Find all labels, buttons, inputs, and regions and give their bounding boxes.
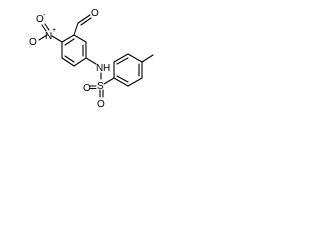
- sulfur-atom: S: [97, 81, 104, 92]
- aldehyde-o-atom: O: [91, 8, 99, 19]
- nitro-group: N + O O -: [29, 12, 63, 48]
- structure-diagram: N + O O - O N H S O O: [29, 8, 154, 110]
- amine-h-atom: H: [103, 63, 110, 74]
- sulfonyl-o-bottom-atom: O: [97, 99, 105, 110]
- sulfonyl-group: S O O: [83, 72, 115, 110]
- ring-b: [113, 53, 143, 87]
- amine-n-atom: N: [96, 63, 103, 74]
- nitro-minus-charge: -: [43, 12, 46, 19]
- aldehyde-group: O: [73, 8, 99, 36]
- sulfonyl-o-top-atom: O: [83, 83, 91, 94]
- nitro-n-atom: N: [45, 31, 52, 42]
- nitro-plus-charge: +: [52, 27, 56, 34]
- methyl-group: [141, 54, 154, 63]
- amine-linker: N H: [85, 57, 110, 74]
- nitro-o-top-atom: O: [36, 14, 44, 25]
- nitro-o-left-atom: O: [29, 37, 37, 48]
- ring-a: [61, 34, 87, 67]
